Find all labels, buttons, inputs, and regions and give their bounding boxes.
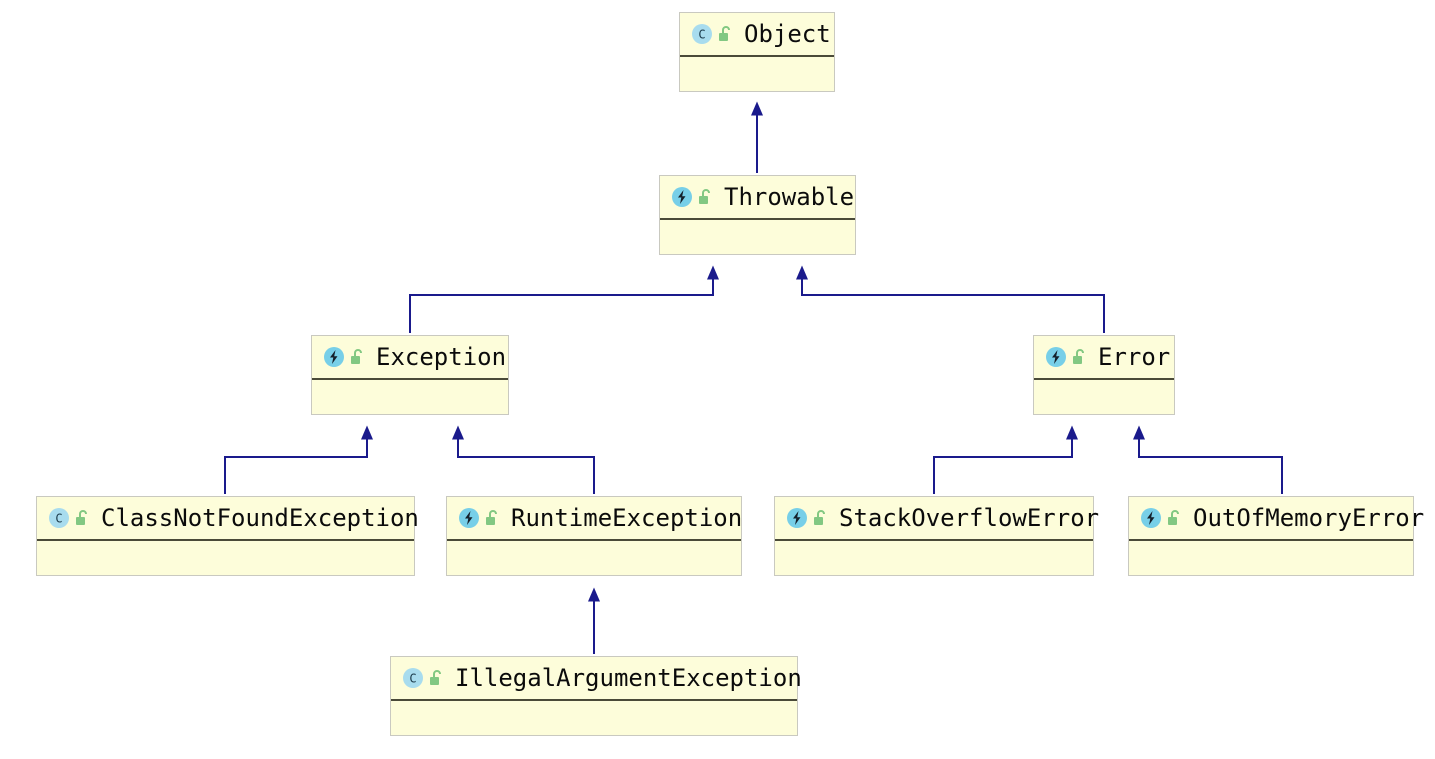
open-lock-icon [717, 25, 733, 43]
open-lock-icon [812, 509, 828, 527]
uml-class-name: Exception [376, 343, 507, 371]
open-lock-icon [349, 348, 365, 366]
edge-error-to-throwable [796, 265, 1105, 333]
uml-class-name: RuntimeException [511, 504, 743, 532]
class-icon: C [691, 23, 713, 45]
uml-class-header: C Object [680, 13, 834, 57]
uml-class-members [312, 380, 508, 414]
uml-class-runtimeexception[interactable]: RuntimeException [446, 496, 742, 576]
class-icon: C [402, 667, 424, 689]
edge-outofmemoryerror-to-error [1133, 425, 1283, 494]
uml-class-header: StackOverflowError [775, 497, 1099, 541]
uml-class-illegalargumentexception[interactable]: C IllegalArgumentException [390, 656, 802, 736]
open-lock-icon [484, 509, 500, 527]
uml-class-header: C IllegalArgumentException [391, 657, 802, 701]
exception-icon [786, 507, 808, 529]
svg-text:C: C [55, 512, 62, 526]
uml-class-name: Error [1098, 343, 1171, 371]
uml-class-name: IllegalArgumentException [455, 664, 802, 692]
uml-class-error[interactable]: Error [1033, 335, 1175, 415]
open-lock-icon [428, 669, 444, 687]
edge-classnotfoundexception-to-exception [224, 425, 373, 494]
uml-class-members [660, 220, 855, 254]
edge-exception-to-throwable [409, 265, 719, 333]
uml-class-header: RuntimeException [447, 497, 743, 541]
uml-class-name: Object [744, 20, 831, 48]
uml-class-object[interactable]: C Object [679, 12, 835, 92]
uml-class-name: Throwable [724, 183, 855, 211]
exception-icon [323, 346, 345, 368]
exception-icon [671, 186, 693, 208]
uml-class-members [1034, 380, 1174, 414]
uml-class-header: Exception [312, 336, 508, 380]
svg-text:C: C [698, 28, 705, 42]
uml-class-name: ClassNotFoundException [101, 504, 419, 532]
uml-class-exception[interactable]: Exception [311, 335, 509, 415]
edge-stackoverflowerror-to-error [933, 425, 1078, 494]
exception-icon [1140, 507, 1162, 529]
uml-class-members [447, 541, 741, 575]
open-lock-icon [1166, 509, 1182, 527]
uml-class-header: Throwable [660, 176, 855, 220]
uml-class-members [391, 701, 797, 735]
svg-text:C: C [409, 672, 416, 686]
class-icon: C [48, 507, 70, 529]
uml-class-members [775, 541, 1093, 575]
uml-class-outofmemoryerror[interactable]: OutOfMemoryError [1128, 496, 1424, 576]
uml-class-members [1129, 541, 1413, 575]
exception-icon [1045, 346, 1067, 368]
uml-class-stackoverflowerror[interactable]: StackOverflowError [774, 496, 1099, 576]
uml-class-members [680, 57, 834, 91]
exception-icon [458, 507, 480, 529]
uml-class-members [37, 541, 414, 575]
uml-class-name: StackOverflowError [839, 504, 1100, 532]
open-lock-icon [697, 188, 713, 206]
uml-class-header: OutOfMemoryError [1129, 497, 1424, 541]
uml-class-throwable[interactable]: Throwable [659, 175, 856, 255]
open-lock-icon [1071, 348, 1087, 366]
uml-class-classnotfoundexception[interactable]: C ClassNotFoundException [36, 496, 419, 576]
open-lock-icon [74, 509, 90, 527]
uml-class-name: OutOfMemoryError [1193, 504, 1425, 532]
edge-runtimeexception-to-exception [452, 425, 595, 494]
uml-class-header: Error [1034, 336, 1174, 380]
uml-class-header: C ClassNotFoundException [37, 497, 419, 541]
